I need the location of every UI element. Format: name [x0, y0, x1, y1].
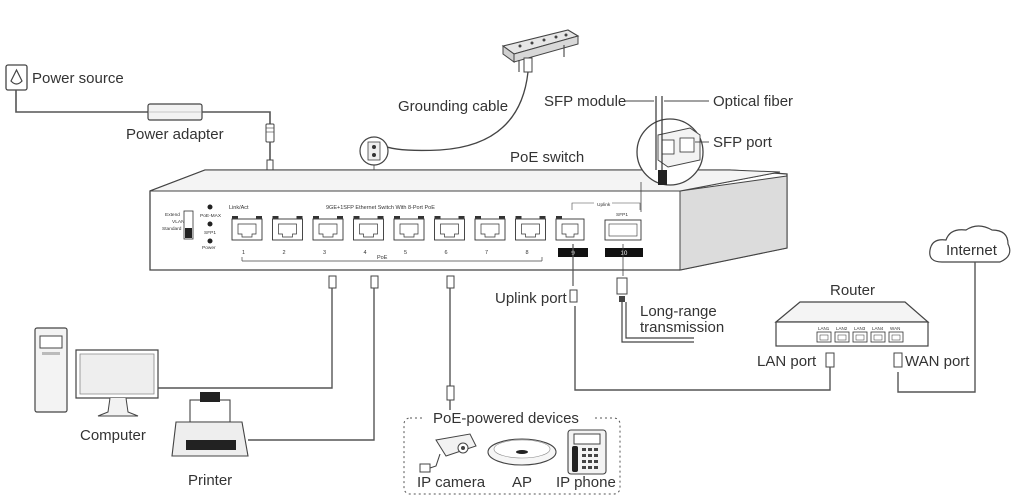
- internet-label: Internet: [946, 242, 998, 259]
- power-adapter-cable: [202, 111, 271, 124]
- port-number-label: 6: [445, 250, 448, 256]
- power-source-icon: [5, 64, 28, 91]
- wan-plug-icon: [893, 352, 903, 368]
- led-power: [207, 238, 213, 244]
- port-number-label: 5: [404, 250, 407, 256]
- uplink-bracket: [571, 202, 641, 210]
- long-range-label-line2: transmission: [640, 319, 724, 336]
- optical-fiber-label: Optical fiber: [713, 93, 793, 110]
- led-sfp1: [207, 221, 213, 227]
- switch-panel-title: 9GE+1SFP Ethernet Switch With 8-Port PoE: [326, 205, 435, 211]
- grounding-cable-line: [381, 71, 529, 152]
- internet-cable: [897, 262, 976, 393]
- port-number-label: 1: [242, 250, 245, 256]
- router-port-label: LAN2: [836, 326, 848, 331]
- mode-vlan-label: VLAN: [172, 219, 185, 225]
- rj45-port-6[interactable]: [434, 216, 465, 241]
- rj45-port-3[interactable]: [312, 216, 344, 241]
- router-port-label: LAN1: [818, 326, 830, 331]
- poe-devices-label: PoE-powered devices: [433, 410, 579, 427]
- poe-bracket-label: PoE: [377, 255, 388, 261]
- poe-switch-label: PoE switch: [510, 149, 584, 166]
- mode-extend-label: Extend: [165, 212, 180, 218]
- port-number-label: 3: [323, 250, 326, 256]
- router-icon: [774, 301, 930, 347]
- internet-cloud-icon: [929, 225, 1011, 263]
- long-range-fiber-icon: [616, 244, 694, 343]
- printer-cable: [248, 275, 379, 441]
- led-sfp1-label: SFP1: [204, 230, 216, 236]
- router-port-wan[interactable]: [888, 331, 904, 343]
- port-number-label: 4: [364, 250, 367, 256]
- power-source-label: Power source: [32, 70, 124, 87]
- router-port-lan2[interactable]: [834, 331, 850, 343]
- rj45-port-4[interactable]: [353, 216, 384, 241]
- power-source-cable: [15, 90, 148, 113]
- poe-devices-cable: [446, 275, 455, 412]
- ip-camera-icon: [419, 433, 477, 473]
- mode-standard-label: Standard: [162, 226, 182, 232]
- router-port-lan3[interactable]: [852, 331, 868, 343]
- rj45-port-2[interactable]: [272, 216, 303, 241]
- router-port-lan1[interactable]: [816, 331, 832, 343]
- router-label: Router: [830, 282, 875, 299]
- port-10-number-plate: [605, 248, 643, 257]
- grounding-cable-label: Grounding cable: [398, 98, 508, 115]
- grounding-bar-icon: [501, 29, 580, 73]
- computer-cable: [158, 275, 337, 389]
- router-port-label: LAN4: [872, 326, 884, 331]
- access-point-icon: [487, 438, 557, 466]
- dc-plug-icon: [265, 123, 275, 185]
- uplink-plug-icon: [569, 244, 578, 303]
- poe-devices-label-backdrop: [425, 410, 595, 426]
- power-adapter-label: Power adapter: [126, 126, 224, 143]
- printer-icon: [171, 392, 249, 457]
- ap-label: AP: [512, 474, 532, 491]
- router-port-group: LAN1 LAN2 LAN3 LAN4 WAN: [816, 326, 904, 343]
- computer-label: Computer: [80, 427, 146, 444]
- mode-dip-switch[interactable]: [183, 210, 194, 240]
- port-number-label: 2: [283, 250, 286, 256]
- sfp1-port-label: SFP1: [616, 212, 628, 218]
- port-number-label: 7: [485, 250, 488, 256]
- uplink-port-label: Uplink port: [495, 290, 568, 307]
- grounding-terminal-icon: [359, 136, 389, 188]
- wan-port-label: WAN port: [905, 353, 970, 370]
- router-port-lan4[interactable]: [870, 331, 886, 343]
- rj45-port-7[interactable]: [474, 216, 506, 241]
- sfp-module-label: SFP module: [544, 93, 626, 110]
- led-poe-max-label: PoE-MAX: [200, 213, 222, 219]
- ip-phone-label: IP phone: [556, 474, 616, 491]
- rj45-port-group: 1 2 3 4 5 6 7 8: [231, 216, 546, 256]
- power-adapter-icon: [147, 103, 203, 121]
- rj45-port-9[interactable]: [555, 216, 585, 241]
- uplink-group-label: Uplink: [597, 202, 611, 208]
- led-power-label: Power: [202, 245, 216, 251]
- lan-port-label: LAN port: [757, 353, 817, 370]
- ip-camera-label: IP camera: [417, 474, 486, 491]
- computer-icon: [34, 327, 159, 417]
- rj45-port-8[interactable]: [515, 216, 546, 241]
- link-act-label: Link/Act: [229, 205, 249, 211]
- port-10-number: 10: [621, 251, 628, 257]
- sfp-zoom-callout: [636, 96, 704, 212]
- ip-phone-icon: [567, 429, 607, 475]
- port-number-label: 8: [526, 250, 529, 256]
- long-range-label-line1: Long-range: [640, 303, 717, 320]
- led-poe-max: [207, 204, 213, 210]
- poe-switch-body: [149, 169, 788, 271]
- router-port-label: LAN3: [854, 326, 866, 331]
- sfp-port-label: SFP port: [713, 134, 773, 151]
- printer-label: Printer: [188, 472, 232, 489]
- rj45-port-5[interactable]: [393, 216, 425, 241]
- rj45-port-1[interactable]: [231, 216, 263, 241]
- lan-plug-icon: [574, 306, 835, 391]
- sfp-port-10[interactable]: [604, 219, 642, 241]
- router-port-label: WAN: [890, 326, 900, 331]
